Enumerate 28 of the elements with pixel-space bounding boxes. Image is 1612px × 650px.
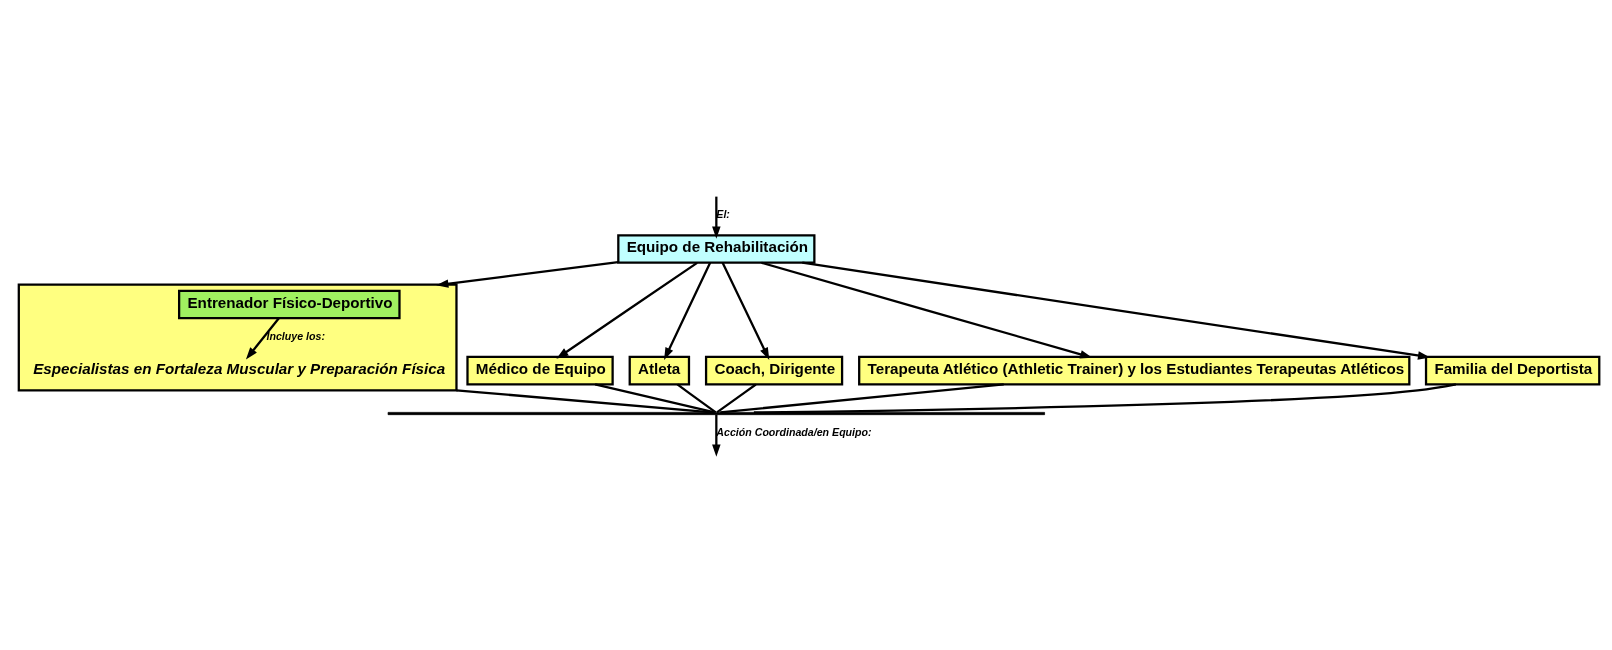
arrow	[712, 414, 721, 457]
arrow	[802, 261, 1431, 360]
arrow	[721, 262, 770, 360]
node-box: Médico de Equipo	[466, 355, 614, 386]
edge-label: El:	[716, 208, 730, 221]
connector	[753, 383, 1457, 414]
connector	[594, 383, 715, 414]
node-box: Atleta	[628, 355, 691, 386]
node-box: Equipo de Rehabilitación	[617, 234, 816, 264]
edge-label: Acción Coordinada/en Equipo:	[716, 426, 872, 439]
arrow	[712, 196, 721, 239]
node-box: Familia del Deportista	[1424, 355, 1601, 386]
connector	[716, 383, 757, 414]
node-box: Coach, Dirigente	[704, 355, 844, 386]
arrow	[761, 261, 1093, 359]
edge-label: Incluye los:	[266, 329, 325, 342]
cluster	[17, 283, 458, 392]
node-text: Especialistas en Fortaleza Muscular y Preparación Física	[33, 359, 446, 377]
arrow	[245, 317, 280, 360]
node-bar	[387, 412, 1045, 416]
node-box: Terapeuta Atlético (Athletic Trainer) y los Estudiantes Terapeutas Atléticos	[858, 355, 1411, 386]
node-box: Entrenador Físico-Deportivo	[178, 289, 401, 320]
arrow	[556, 261, 698, 359]
arrow	[436, 261, 619, 288]
connector	[456, 389, 713, 414]
connector	[676, 383, 717, 414]
arrow	[664, 262, 712, 360]
connector	[720, 383, 1004, 414]
